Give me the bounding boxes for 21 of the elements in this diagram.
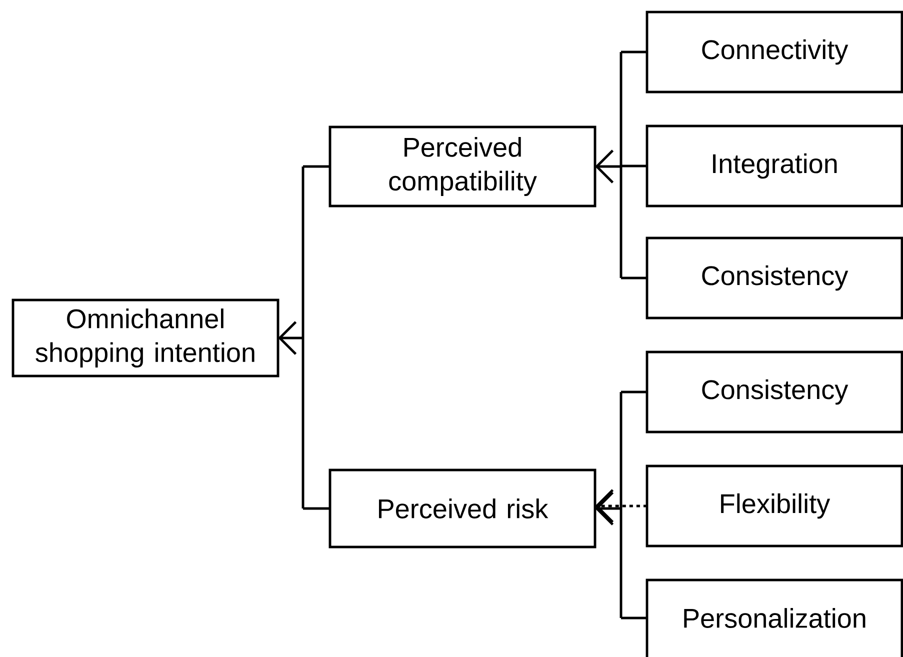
factor-box (646, 236, 903, 320)
factor-box (646, 124, 903, 208)
factor-box (646, 10, 903, 94)
factor-box (328, 468, 596, 548)
factor-box (646, 464, 903, 548)
factor-box (12, 298, 280, 378)
factor-box (328, 126, 596, 208)
node-label: Integration (713, 153, 837, 179)
node-label: Perceived compatibility (389, 137, 537, 196)
arrow (278, 165, 332, 510)
factor-box (646, 578, 903, 657)
node-label: Perceived risk (378, 498, 548, 518)
node-label: Flexibility (721, 493, 830, 519)
node-label: Connectivity (702, 39, 848, 65)
node-label: Consistency (702, 379, 848, 405)
node-label: Omnichannel shopping intention (36, 308, 254, 368)
factor-box (646, 350, 903, 434)
arrow (595, 390, 648, 620)
node-label: Personalization (684, 608, 866, 628)
node-label: Consistency (702, 265, 848, 291)
arrow (595, 50, 648, 280)
